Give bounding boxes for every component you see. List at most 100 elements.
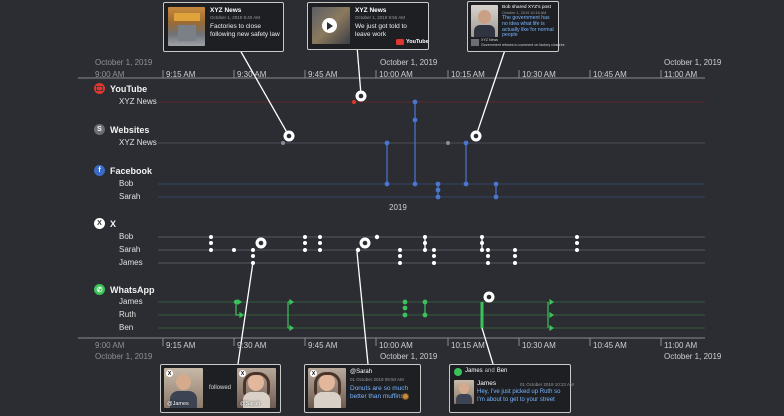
bob-avatar xyxy=(471,5,498,37)
row-x-sarah: Sarah xyxy=(119,245,141,254)
top-axis-time-1: 9:15 AM xyxy=(166,70,196,79)
news-video-title: XYZ News xyxy=(355,7,387,14)
bottom-axis-time-2: 9:30 AM xyxy=(237,341,267,350)
channel-x[interactable]: X X xyxy=(94,218,116,229)
website-event-dot[interactable] xyxy=(281,141,285,145)
whatsapp-badge-icon xyxy=(454,368,462,376)
channel-youtube-label: YouTube xyxy=(110,83,148,94)
james-avatar: X @James xyxy=(164,368,203,408)
channel-whatsapp[interactable]: ✆ WhatsApp xyxy=(94,284,155,295)
sarah-avatar: X @Sarah xyxy=(237,368,276,408)
bob-share-time: October 1, 2019 10:16 AM xyxy=(502,11,547,15)
top-axis-time-2: 9:30 AM xyxy=(237,70,267,79)
top-axis-time-0: 9:00 AM xyxy=(95,70,125,79)
sarah-tweet-time: 01 October 2019 09:50 AM xyxy=(350,377,404,382)
followed-handle: @Sarah xyxy=(240,401,261,407)
news-site-time: October 1, 2019 9:40 AM xyxy=(210,15,261,20)
sarah-tweet-text: Donuts are so much better than muffins xyxy=(350,385,409,400)
bottom-axis-time-0: 9:00 AM xyxy=(95,341,125,350)
top-axis-time-6: 10:30 AM xyxy=(522,70,556,79)
x-icon: X xyxy=(94,218,105,229)
channel-facebook[interactable]: f Facebook xyxy=(94,165,152,176)
shared-post-headline: Government refuses to comment on factory… xyxy=(481,43,565,47)
message-time: 01 October 2019 10:22 AM xyxy=(520,382,574,387)
sarah-tweet-card[interactable]: X @Sarah 01 October 2019 09:50 AM Donuts… xyxy=(304,364,421,413)
news-site-card[interactable]: XYZ News October 1, 2019 9:40 AM Factori… xyxy=(163,2,284,52)
message-sender: James xyxy=(477,380,497,387)
x-badge-icon-2: X xyxy=(239,370,246,377)
row-x-bob: Bob xyxy=(119,232,134,241)
top-axis-time-5: 10:15 AM xyxy=(451,70,485,79)
bottom-axis-time-4: 10:00 AM xyxy=(379,341,413,350)
channel-facebook-label: Facebook xyxy=(110,165,153,176)
donut-emoji-icon xyxy=(402,393,409,400)
top-axis-date-mid: October 1, 2019 xyxy=(380,58,438,67)
row-websites-xyz: XYZ News xyxy=(119,138,157,147)
whatsapp-message-card[interactable]: James and Ben James 01 October 2019 10:2… xyxy=(449,364,574,413)
whatsapp-icon: ✆ xyxy=(94,284,105,295)
bottom-axis-date-mid: October 1, 2019 xyxy=(380,352,438,361)
channel-whatsapp-label: WhatsApp xyxy=(110,284,155,295)
bottom-axis-time-6: 10:30 AM xyxy=(522,341,556,350)
x-event-bars xyxy=(424,237,483,250)
sarah-tweet-avatar: X xyxy=(308,368,346,408)
news-video-text: We just got told to leave work xyxy=(355,23,407,38)
row-facebook-sarah: Sarah xyxy=(119,192,141,201)
message-text: Hey, I've just picked up Ruth so I'm abo… xyxy=(477,389,561,403)
channel-websites[interactable]: S Websites xyxy=(94,124,149,135)
james-message-avatar xyxy=(454,380,474,404)
channel-websites-label: Websites xyxy=(110,124,150,135)
participant-b: Ben xyxy=(496,368,508,374)
row-whatsapp-ben: Ben xyxy=(119,323,134,332)
top-axis-time-4: 10:00 AM xyxy=(379,70,413,79)
x-badge-icon-3: X xyxy=(310,370,317,377)
bottom-axis-time-5: 10:15 AM xyxy=(451,341,485,350)
top-axis-time-7: 10:45 AM xyxy=(593,70,627,79)
x-event-dot[interactable] xyxy=(355,247,361,253)
whatsapp-events[interactable] xyxy=(233,298,555,332)
bottom-axis-time-8: 11:00 AM xyxy=(664,341,698,350)
bottom-axis-time-3: 9:45 AM xyxy=(308,341,338,350)
row-x-james: James xyxy=(119,258,143,267)
channel-x-label: X xyxy=(110,218,117,229)
youtube-icon xyxy=(94,83,105,94)
facebook-events[interactable] xyxy=(384,99,499,200)
bob-share-title: Bob shared XYZ's post xyxy=(502,5,551,10)
bob-share-text: The government has no idea what life is … xyxy=(502,15,554,39)
top-axis-time-3: 9:45 AM xyxy=(308,70,338,79)
youtube-event-dot[interactable] xyxy=(352,100,356,104)
callout-connectors xyxy=(237,45,506,365)
top-axis-date-left: October 1, 2019 xyxy=(95,58,153,67)
news-video-time: October 1, 2019 9:55 AM xyxy=(355,15,406,20)
youtube-logo-text: YouTube xyxy=(406,39,429,45)
x-badge-icon: X xyxy=(166,370,173,377)
follow-card[interactable]: X @James followed X @Sarah xyxy=(160,364,281,413)
bottom-axis-date-left: October 1, 2019 xyxy=(95,352,153,361)
x-events[interactable] xyxy=(209,234,579,265)
play-icon xyxy=(322,18,337,33)
row-whatsapp-ruth: Ruth xyxy=(119,310,136,319)
bottom-axis-time-7: 10:45 AM xyxy=(593,341,627,350)
news-site-title: XYZ News xyxy=(210,7,242,14)
participant-a: James xyxy=(465,368,483,374)
channel-youtube[interactable]: YouTube xyxy=(94,83,147,94)
top-axis-ticks xyxy=(162,70,662,78)
factory-thumbnail xyxy=(168,7,205,46)
websites-icon: S xyxy=(94,124,105,135)
row-youtube-xyz: XYZ News xyxy=(119,97,157,106)
youtube-logo: YouTube xyxy=(396,39,429,45)
video-thumbnail xyxy=(312,7,350,44)
top-axis-time-8: 11:00 AM xyxy=(664,70,698,79)
website-event-dot-2[interactable] xyxy=(446,141,450,145)
conversation-participants: James and Ben xyxy=(465,368,507,374)
participant-and: and xyxy=(484,368,495,374)
top-axis-date-right: October 1, 2019 xyxy=(664,58,722,67)
news-site-text: Factories to close following new safety … xyxy=(210,23,280,38)
followed-label: followed xyxy=(209,385,232,391)
facebook-icon: f xyxy=(94,165,105,176)
row-whatsapp-james: James xyxy=(119,297,143,306)
news-video-card[interactable]: XYZ News October 1, 2019 9:55 AM We just… xyxy=(307,2,429,50)
bob-facebook-share-card[interactable]: Bob shared XYZ's post October 1, 2019 10… xyxy=(467,1,565,52)
year-label: 2019 xyxy=(389,203,407,212)
